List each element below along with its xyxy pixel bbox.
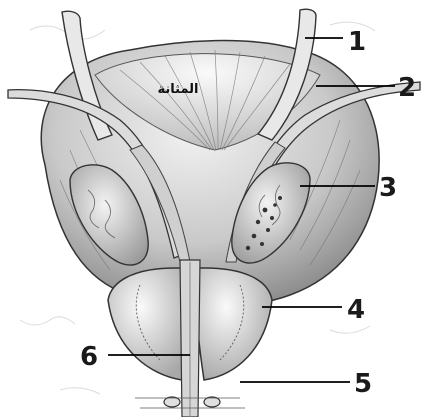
bladder-label: المثانة bbox=[157, 82, 198, 97]
urethra bbox=[180, 260, 200, 417]
callout-number-3: 3 bbox=[379, 173, 397, 203]
callout-number-2: 2 bbox=[398, 73, 416, 103]
callout-number-5: 5 bbox=[354, 369, 372, 399]
callout-number-6: 6 bbox=[80, 342, 98, 372]
callout-number-1: 1 bbox=[348, 27, 366, 57]
callout-number-4: 4 bbox=[347, 295, 365, 325]
